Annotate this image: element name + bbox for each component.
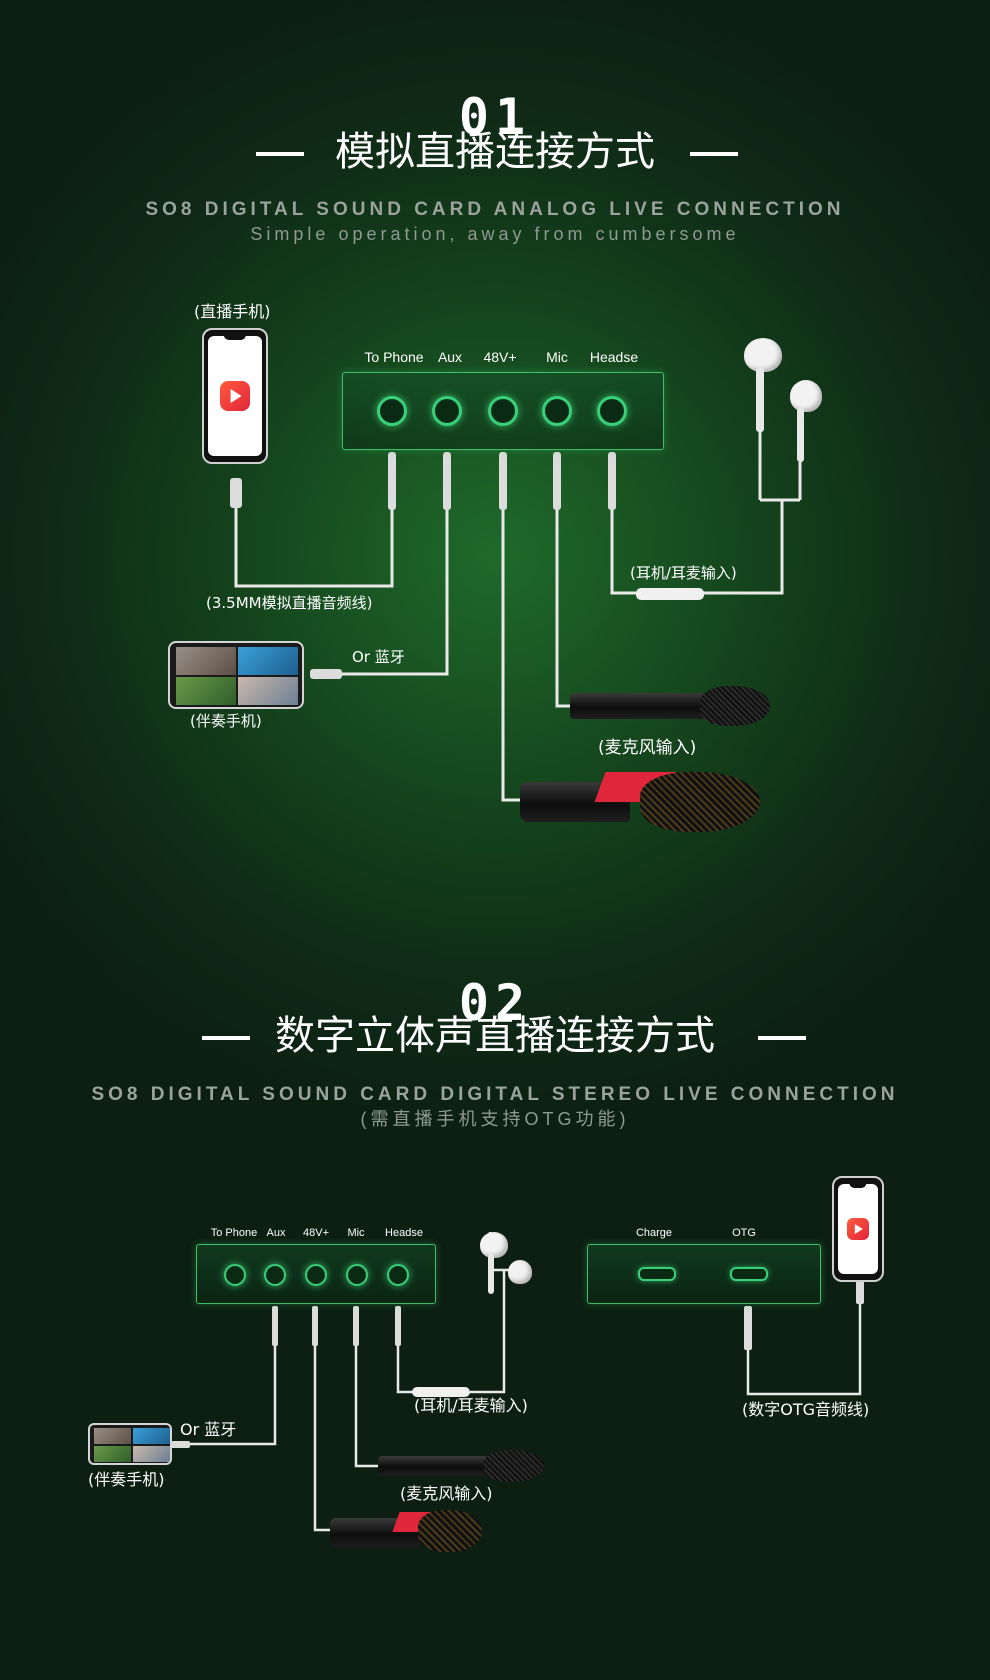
usb-label-otg: OTG — [732, 1227, 756, 1239]
title-dash-right-2 — [758, 1036, 806, 1040]
port-label-48v: 48V+ — [483, 349, 517, 365]
live-app-icon — [220, 381, 250, 411]
label-accomp-phone: (伴奏手机) — [190, 712, 262, 730]
label-headset-input: (耳机/耳麦输入) — [630, 564, 737, 582]
port2-headset[interactable] — [387, 1264, 409, 1286]
section-1-title: 模拟直播连接方式 — [335, 129, 655, 175]
section-2-number: 02 — [458, 974, 532, 1032]
label-bluetooth: Or 蓝牙 — [352, 648, 405, 666]
title-dash-left-2 — [202, 1036, 250, 1040]
live-app-icon-2 — [847, 1218, 869, 1240]
microphone-icon — [570, 693, 710, 719]
usb-port-otg[interactable] — [730, 1267, 768, 1281]
label-mic-input: (麦克风输入) — [598, 738, 697, 758]
section-2-subtitle-en: SO8 DIGITAL SOUND CARD DIGITAL STEREO LI… — [91, 1084, 899, 1105]
usb-port-charge[interactable] — [638, 1267, 676, 1281]
port2-label-headset: Headse — [385, 1227, 423, 1239]
accomp-phone — [168, 641, 304, 709]
port-aux[interactable] — [432, 396, 462, 426]
port-48v[interactable] — [488, 396, 518, 426]
port-label-headset: Headse — [589, 349, 639, 365]
port2-mic[interactable] — [346, 1264, 368, 1286]
port2-label-mic: Mic — [347, 1227, 365, 1239]
port-to-phone[interactable] — [377, 396, 407, 426]
headset-remote — [636, 588, 704, 600]
earphones-icon — [744, 338, 782, 372]
port-label-mic: Mic — [546, 349, 568, 365]
usb-label-charge: Charge — [635, 1227, 673, 1239]
port2-to-phone[interactable] — [224, 1264, 246, 1286]
title-dash-left — [256, 152, 304, 156]
label-analog-cable: (3.5MM模拟直播音频线) — [206, 594, 373, 612]
port-mic[interactable] — [542, 396, 572, 426]
port-label-aux: Aux — [437, 349, 463, 365]
section-1-number: 01 — [458, 88, 532, 146]
live-phone — [202, 328, 268, 464]
section-2-subtitle-note: (需直播手机支持OTG功能) — [360, 1109, 630, 1129]
port2-label-aux: Aux — [266, 1227, 286, 1239]
label-mic-input-2: (麦克风输入) — [400, 1484, 493, 1503]
earphones-icon-2 — [480, 1232, 508, 1258]
label-bluetooth-2: Or 蓝牙 — [180, 1420, 237, 1439]
label-accomp-phone-2: (伴奏手机) — [88, 1470, 165, 1489]
usb-panel — [587, 1244, 821, 1304]
section-1-subtitle-en2: Simple operation, away from cumbersome — [250, 224, 740, 244]
microphone-icon-2 — [378, 1456, 488, 1476]
label-live-phone: (直播手机) — [194, 302, 271, 321]
port-label-to-phone: To Phone — [364, 349, 424, 365]
section-1-subtitle-en: SO8 DIGITAL SOUND CARD ANALOG LIVE CONNE… — [145, 199, 845, 220]
section-2-title: 数字立体声直播连接方式 — [275, 1013, 715, 1059]
port2-label-to-phone: To Phone — [210, 1227, 258, 1239]
accomp-phone-2 — [88, 1423, 172, 1465]
label-headset-input-2: (耳机/耳麦输入) — [414, 1396, 528, 1415]
port2-48v[interactable] — [305, 1264, 327, 1286]
headset-remote-2 — [412, 1387, 470, 1397]
title-dash-right — [690, 152, 738, 156]
port-headset[interactable] — [597, 396, 627, 426]
live-phone-2 — [832, 1176, 884, 1282]
port2-aux[interactable] — [264, 1264, 286, 1286]
label-otg-cable: (数字OTG音频线) — [742, 1400, 870, 1419]
port2-label-48v: 48V+ — [303, 1227, 329, 1239]
